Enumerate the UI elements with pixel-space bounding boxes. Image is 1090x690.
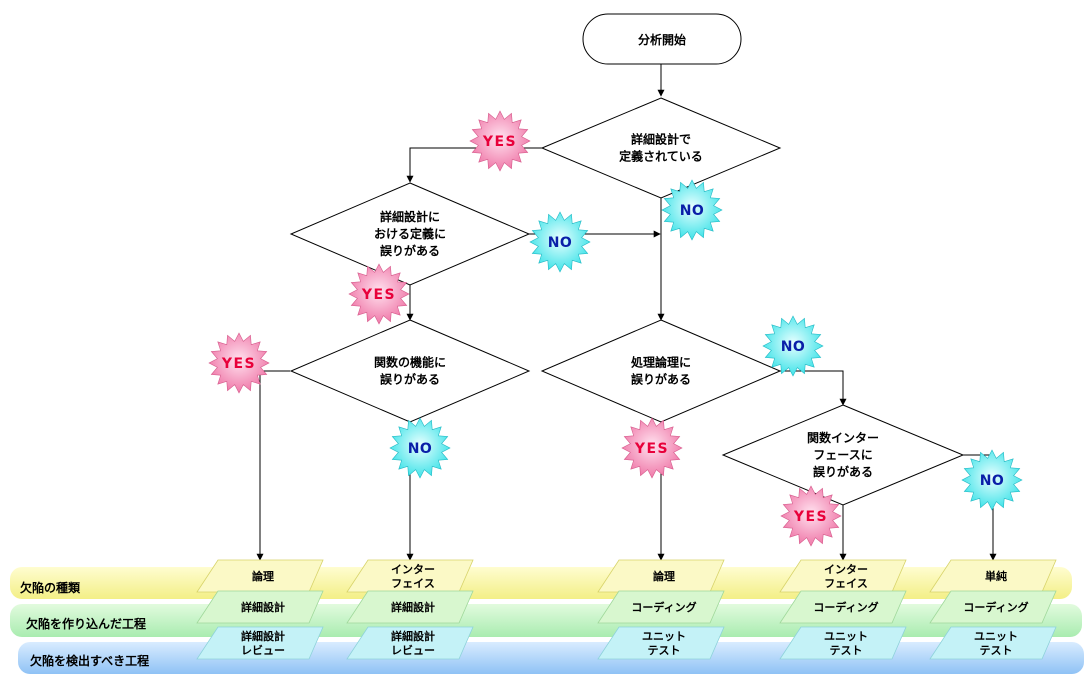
column-1-type: 論理 [196, 559, 324, 593]
arrow-d3-yes [256, 370, 290, 561]
band-label-defect-type: 欠陥の種類 [20, 580, 81, 595]
column-label-text: フェイス [824, 577, 868, 590]
column-label-text: テスト [830, 644, 863, 657]
column-label-text: 詳細設計 [241, 600, 285, 614]
band-defect-type [10, 567, 1072, 599]
band-injected-phase [10, 604, 1082, 637]
column-label-text: レビュー [241, 643, 285, 657]
no-label: NO [408, 441, 433, 457]
column-label-text: 詳細設計 [391, 600, 435, 614]
column-3-injected: コーディング [597, 590, 725, 624]
yes-label: YES [221, 356, 256, 372]
yes-no-bursts: YES NO NO YES YES NO NO YES NO YES [208, 110, 1023, 547]
decision-d5-line: フェースに [813, 448, 872, 462]
no-label: NO [980, 473, 1005, 489]
yes-burst: YES [780, 485, 842, 547]
column-label-text: テスト [980, 644, 1013, 657]
yes-label: YES [634, 441, 669, 457]
column-label-text: 詳細設計 [391, 629, 435, 643]
start-label: 分析開始 [638, 32, 686, 47]
decision-d4-line: 処理論理に [630, 355, 691, 370]
yes-label: YES [793, 509, 828, 525]
column-2-injected: 詳細設計 [346, 590, 474, 624]
band-detect-phase [18, 642, 1084, 674]
no-burst: NO [661, 179, 723, 241]
decision-d3-line: 誤りがある [380, 372, 440, 387]
yes-burst: YES [469, 110, 531, 172]
column-label-text: コーディング [813, 600, 878, 614]
no-label: NO [548, 235, 573, 251]
yes-label: YES [361, 287, 396, 303]
column-3-type: 論理 [597, 559, 725, 593]
yes-burst: YES [348, 263, 410, 325]
decision-d4-line: 誤りがある [631, 372, 691, 387]
column-label-text: フェイス [391, 577, 435, 590]
yes-burst: YES [621, 417, 683, 479]
column-label-text: 論理 [653, 569, 675, 583]
decision-d1-line: 定義されている [619, 149, 703, 164]
column-label-text: ユニット [824, 630, 868, 643]
decision-d2-line: 詳細設計に [380, 209, 440, 224]
column-label-text: 論理 [252, 569, 274, 583]
decision-d5-line: 誤りがある [813, 464, 873, 479]
yes-label: YES [482, 134, 517, 150]
yes-burst: YES [208, 332, 270, 394]
column-5-type: 単純 [929, 559, 1057, 593]
decision-d2-line: 誤りがある [380, 243, 440, 258]
no-burst: NO [529, 211, 591, 273]
no-burst: NO [389, 417, 451, 479]
no-label: NO [680, 203, 705, 219]
arrow-d4-no [780, 370, 847, 406]
column-label-text: インター [391, 563, 435, 576]
column-label-text: テスト [648, 644, 681, 657]
column-label-text: ユニット [642, 630, 686, 643]
no-label: NO [781, 339, 806, 355]
column-label-text: インター [824, 563, 868, 576]
decision-d3-line: 関数の機能に [374, 355, 446, 370]
column-label-text: 単純 [985, 569, 1007, 583]
column-5-injected: コーディング [929, 590, 1057, 624]
band-label-detect-phase: 欠陥を検出すべき工程 [30, 653, 149, 668]
column-label-text: コーディング [631, 600, 696, 614]
decision-d2-line: おける定義に [374, 226, 446, 241]
no-burst: NO [762, 315, 824, 377]
column-label-text: レビュー [391, 643, 435, 657]
no-burst: NO [961, 449, 1023, 511]
column-label-text: 詳細設計 [241, 629, 285, 643]
band-label-injected-phase: 欠陥を作り込んだ工程 [26, 616, 146, 631]
column-label-text: コーディング [963, 600, 1028, 614]
category-bands: 欠陥の種類 欠陥を作り込んだ工程 欠陥を検出すべき工程 [10, 567, 1084, 674]
decision-nodes: 詳細設計で定義されている詳細設計における定義に誤りがある関数の機能に誤りがある処… [289, 97, 965, 506]
decision-d5-line: 関数インター [807, 430, 879, 445]
column-1-injected: 詳細設計 [196, 590, 324, 624]
column-label-text: ユニット [974, 630, 1018, 643]
start-node: 分析開始 [582, 13, 742, 65]
column-4-injected: コーディング [779, 590, 907, 624]
column-labels: 論理詳細設計詳細設計レビューインターフェイス詳細設計詳細設計レビュー論理コーディ… [196, 559, 1057, 660]
decision-d1-line: 詳細設計で [631, 132, 691, 147]
